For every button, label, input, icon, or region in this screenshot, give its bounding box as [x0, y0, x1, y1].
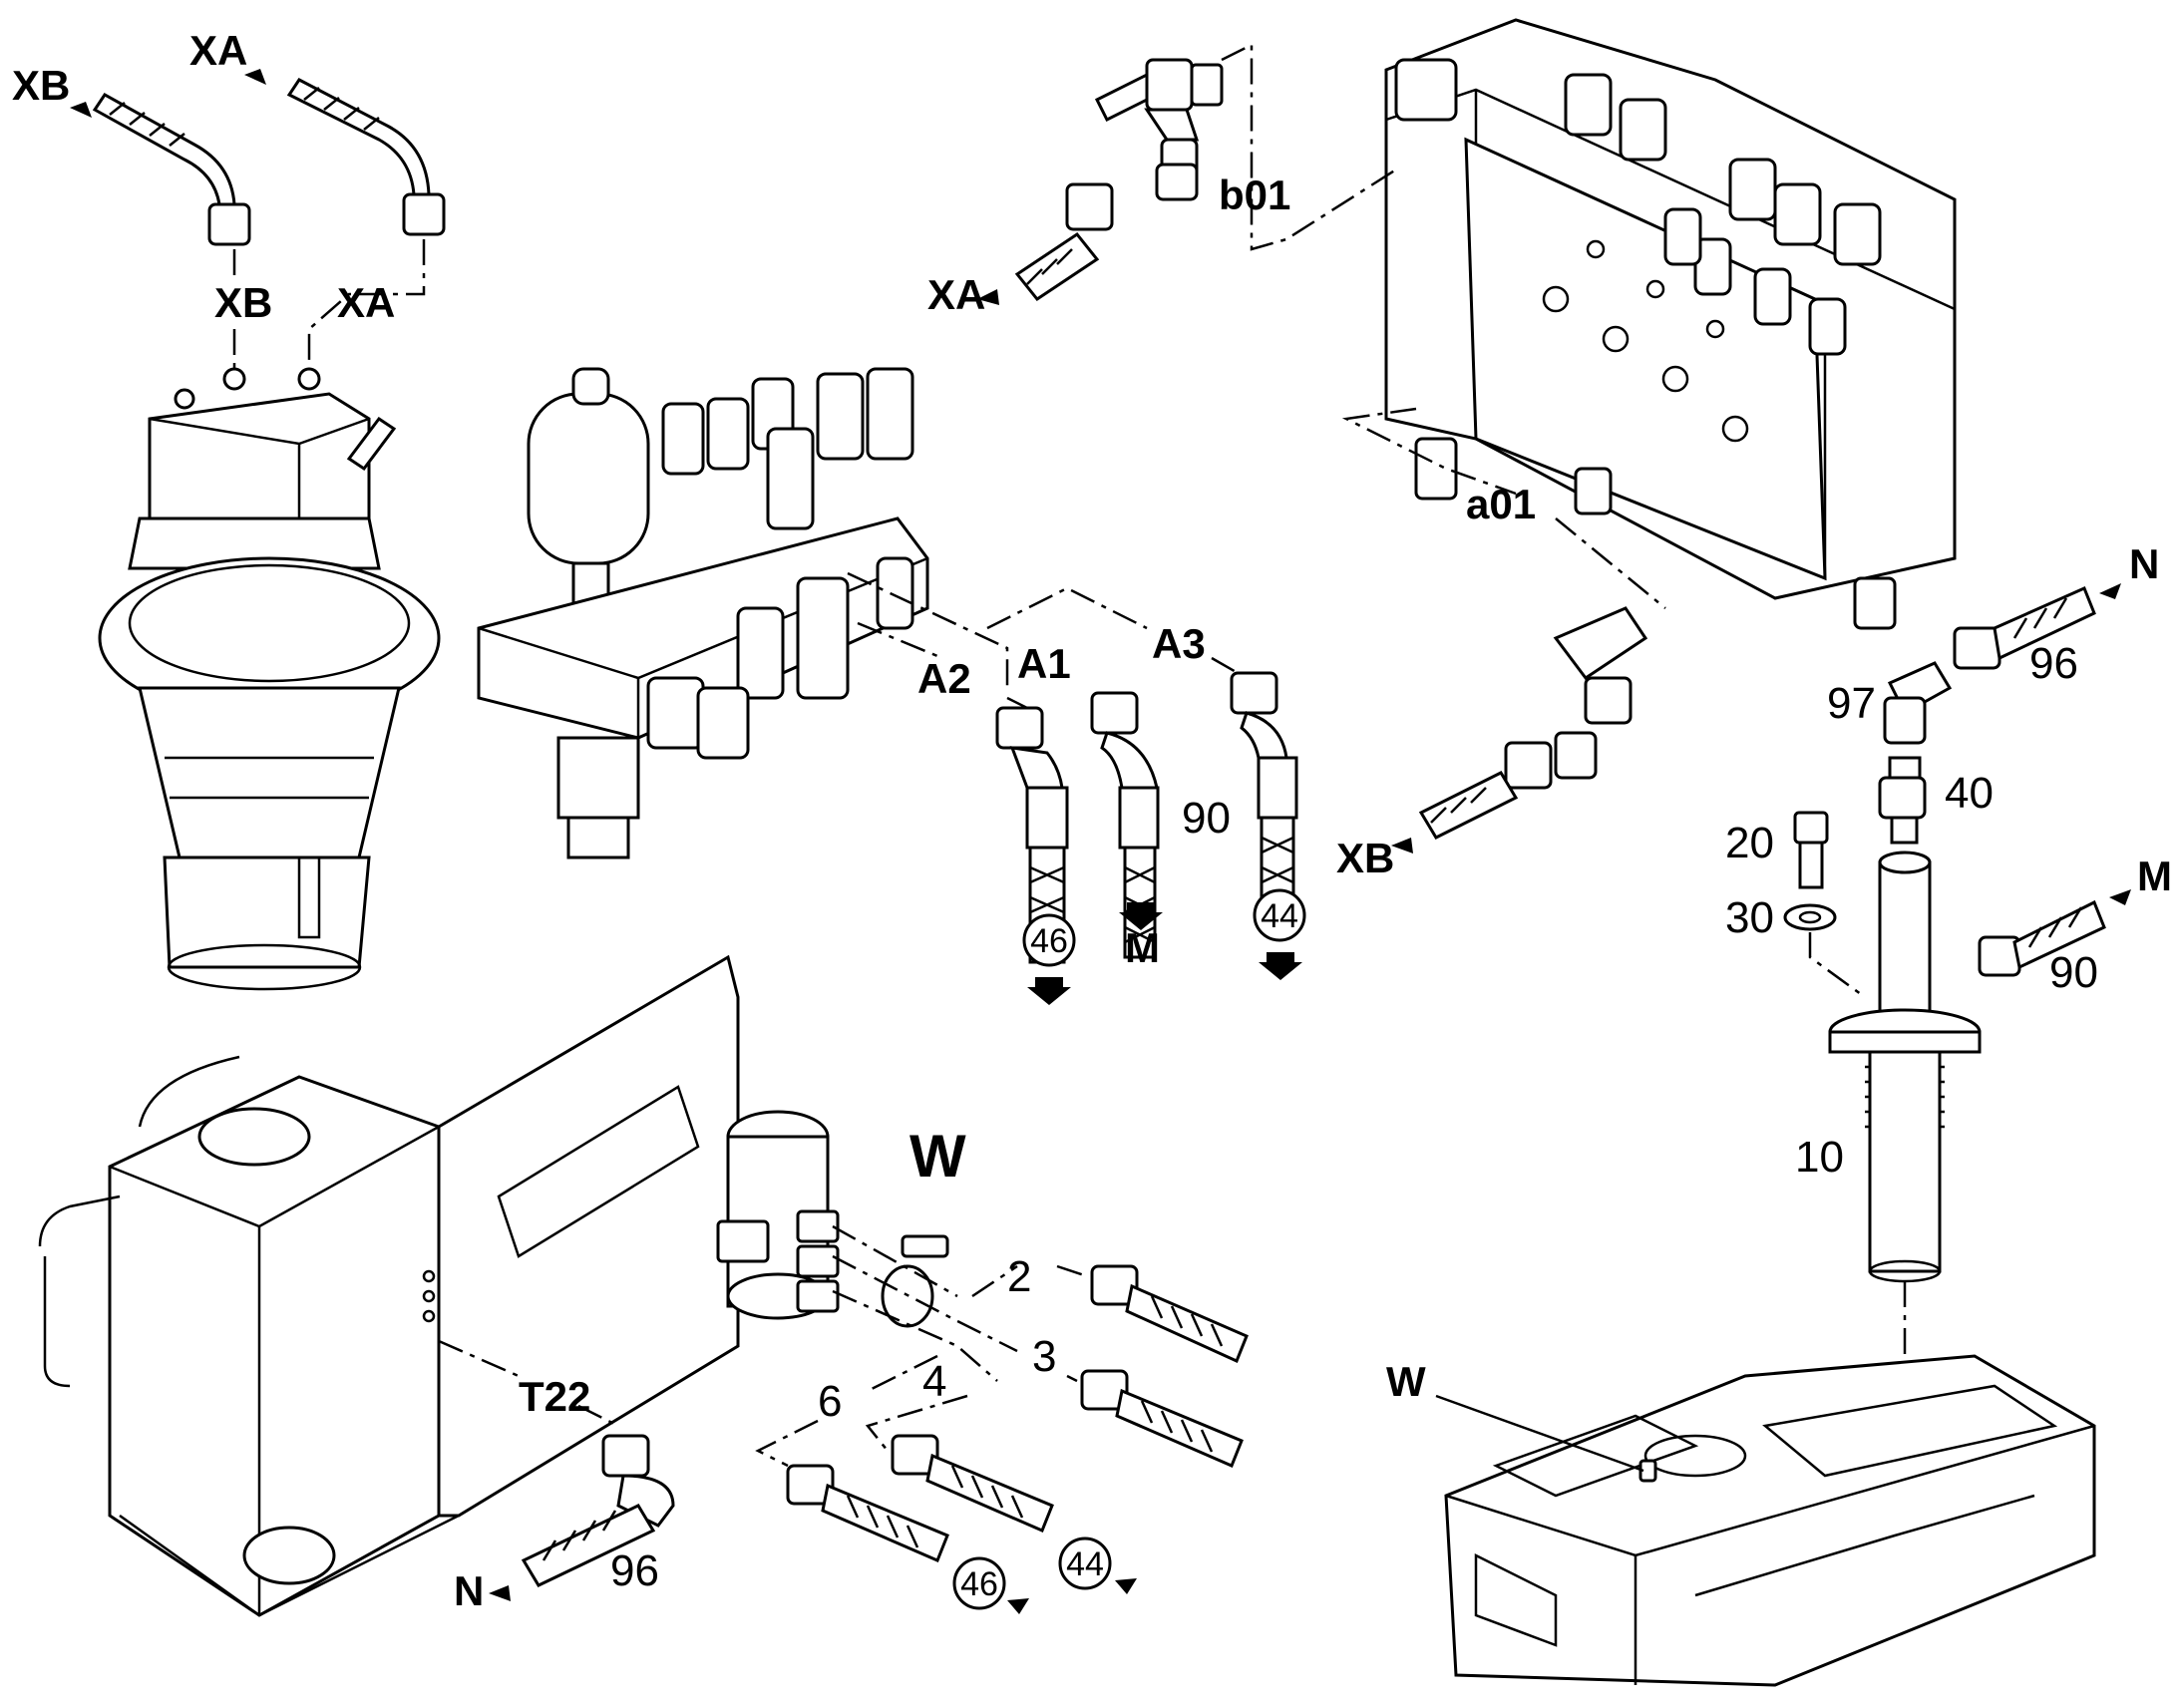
- boom-frame: [38, 954, 740, 1617]
- hose-xa-top: [286, 78, 446, 236]
- undercarriage-frame: [1444, 1354, 2096, 1687]
- leader-3: [832, 1254, 1078, 1383]
- arrow-icon: [2109, 889, 2131, 905]
- part-number-96-bottom: 96: [610, 1546, 659, 1595]
- label-a01: a01: [1466, 481, 1536, 527]
- hose-96-bottom: [521, 1434, 675, 1587]
- label-w-block: W: [909, 1123, 966, 1190]
- part-number-6: 6: [818, 1377, 842, 1426]
- part-number-90-hose: 90: [1182, 794, 1231, 843]
- hose-xb-top: [92, 93, 251, 246]
- leader-6: [755, 1354, 938, 1468]
- label-b01: b01: [1219, 171, 1290, 218]
- label-n-right: N: [2129, 540, 2159, 587]
- arrow-icon: [1391, 838, 1413, 854]
- label-xb-top: XB: [12, 62, 70, 109]
- label-xa-top: XA: [189, 27, 247, 74]
- part-number-30: 30: [1725, 893, 1774, 942]
- leader-b01: [1221, 42, 1397, 251]
- part-number-20: 20: [1725, 819, 1774, 867]
- hose-6: [786, 1464, 949, 1562]
- leader-30: [1808, 932, 1866, 999]
- washer-30: [1783, 903, 1837, 931]
- arrow-icon: [1007, 1598, 1029, 1614]
- manifold-block-w: [716, 1110, 949, 1328]
- label-xb-valve: XB: [1336, 835, 1394, 881]
- arrow-icon: [1259, 952, 1302, 980]
- label-xb-motor: XB: [214, 279, 272, 326]
- hose-a3: [1230, 671, 1298, 914]
- label-a1: A1: [1017, 640, 1071, 687]
- label-t22: T22: [519, 1373, 590, 1420]
- part-number-40: 40: [1945, 769, 1994, 818]
- part-number-96-right: 96: [2029, 639, 2078, 688]
- arrow-icon: [1119, 902, 1163, 930]
- leader-a3: [986, 586, 1248, 680]
- label-xa-motor: XA: [337, 279, 395, 326]
- control-valve: [1384, 18, 1957, 630]
- circled-46-a2: 46: [1030, 922, 1068, 960]
- travel-motor: [98, 367, 441, 991]
- leader-w-frame: [1435, 1394, 1644, 1473]
- arrow-icon: [1115, 1578, 1137, 1594]
- label-a3: A3: [1152, 620, 1206, 667]
- adapter-40: [1878, 756, 1927, 845]
- label-a2: A2: [917, 655, 971, 702]
- arrow-icon: [977, 289, 999, 305]
- part-number-97: 97: [1827, 679, 1876, 728]
- label-m-hose: M: [1125, 924, 1160, 971]
- arrow-icon: [70, 102, 92, 118]
- hose-2: [1090, 1264, 1249, 1364]
- part-number-4: 4: [922, 1357, 946, 1406]
- label-xa-valve: XA: [927, 271, 985, 318]
- valve-block-center: [477, 367, 929, 859]
- circled-44-bottom: 44: [1066, 1545, 1104, 1583]
- hose-4: [891, 1434, 1054, 1533]
- arrow-icon: [2099, 583, 2121, 599]
- circled-46-bottom: 46: [960, 1565, 998, 1603]
- label-w-frame: W: [1386, 1358, 1426, 1405]
- swivel-joint-10: [1828, 851, 1982, 1283]
- bolt-20: [1793, 811, 1829, 889]
- part-number-3: 3: [1032, 1332, 1056, 1381]
- label-m-right: M: [2137, 853, 2172, 899]
- hose-96-right: [1953, 585, 2096, 670]
- part-number-10: 10: [1795, 1133, 1844, 1182]
- fitting-xb: [1418, 606, 1648, 840]
- leader-xa: [307, 239, 426, 374]
- circled-reference-icon: [1022, 913, 1076, 967]
- hose-90-right: [1978, 899, 2106, 977]
- label-n-bottom: N: [454, 1567, 484, 1614]
- circled-reference-icon: [1253, 888, 1306, 942]
- arrow-icon: [244, 69, 266, 85]
- circled-44-a3: 44: [1261, 897, 1298, 935]
- leader-a1: [847, 571, 1009, 688]
- circled-reference-icon: [1058, 1537, 1112, 1590]
- circled-reference-icon: [952, 1556, 1006, 1610]
- leader-t22: [438, 1339, 619, 1428]
- part-number-90-right: 90: [2049, 948, 2098, 997]
- fitting-xa: [1014, 58, 1224, 302]
- part-number-2: 2: [1007, 1252, 1031, 1301]
- leader-a01: [1341, 407, 1666, 609]
- arrow-icon: [489, 1585, 511, 1601]
- arrow-icon: [1027, 977, 1071, 1005]
- hose-3: [1080, 1369, 1244, 1468]
- leader-2: [832, 1224, 1088, 1298]
- elbow-97: [1883, 661, 1953, 745]
- leader-4: [832, 1289, 998, 1452]
